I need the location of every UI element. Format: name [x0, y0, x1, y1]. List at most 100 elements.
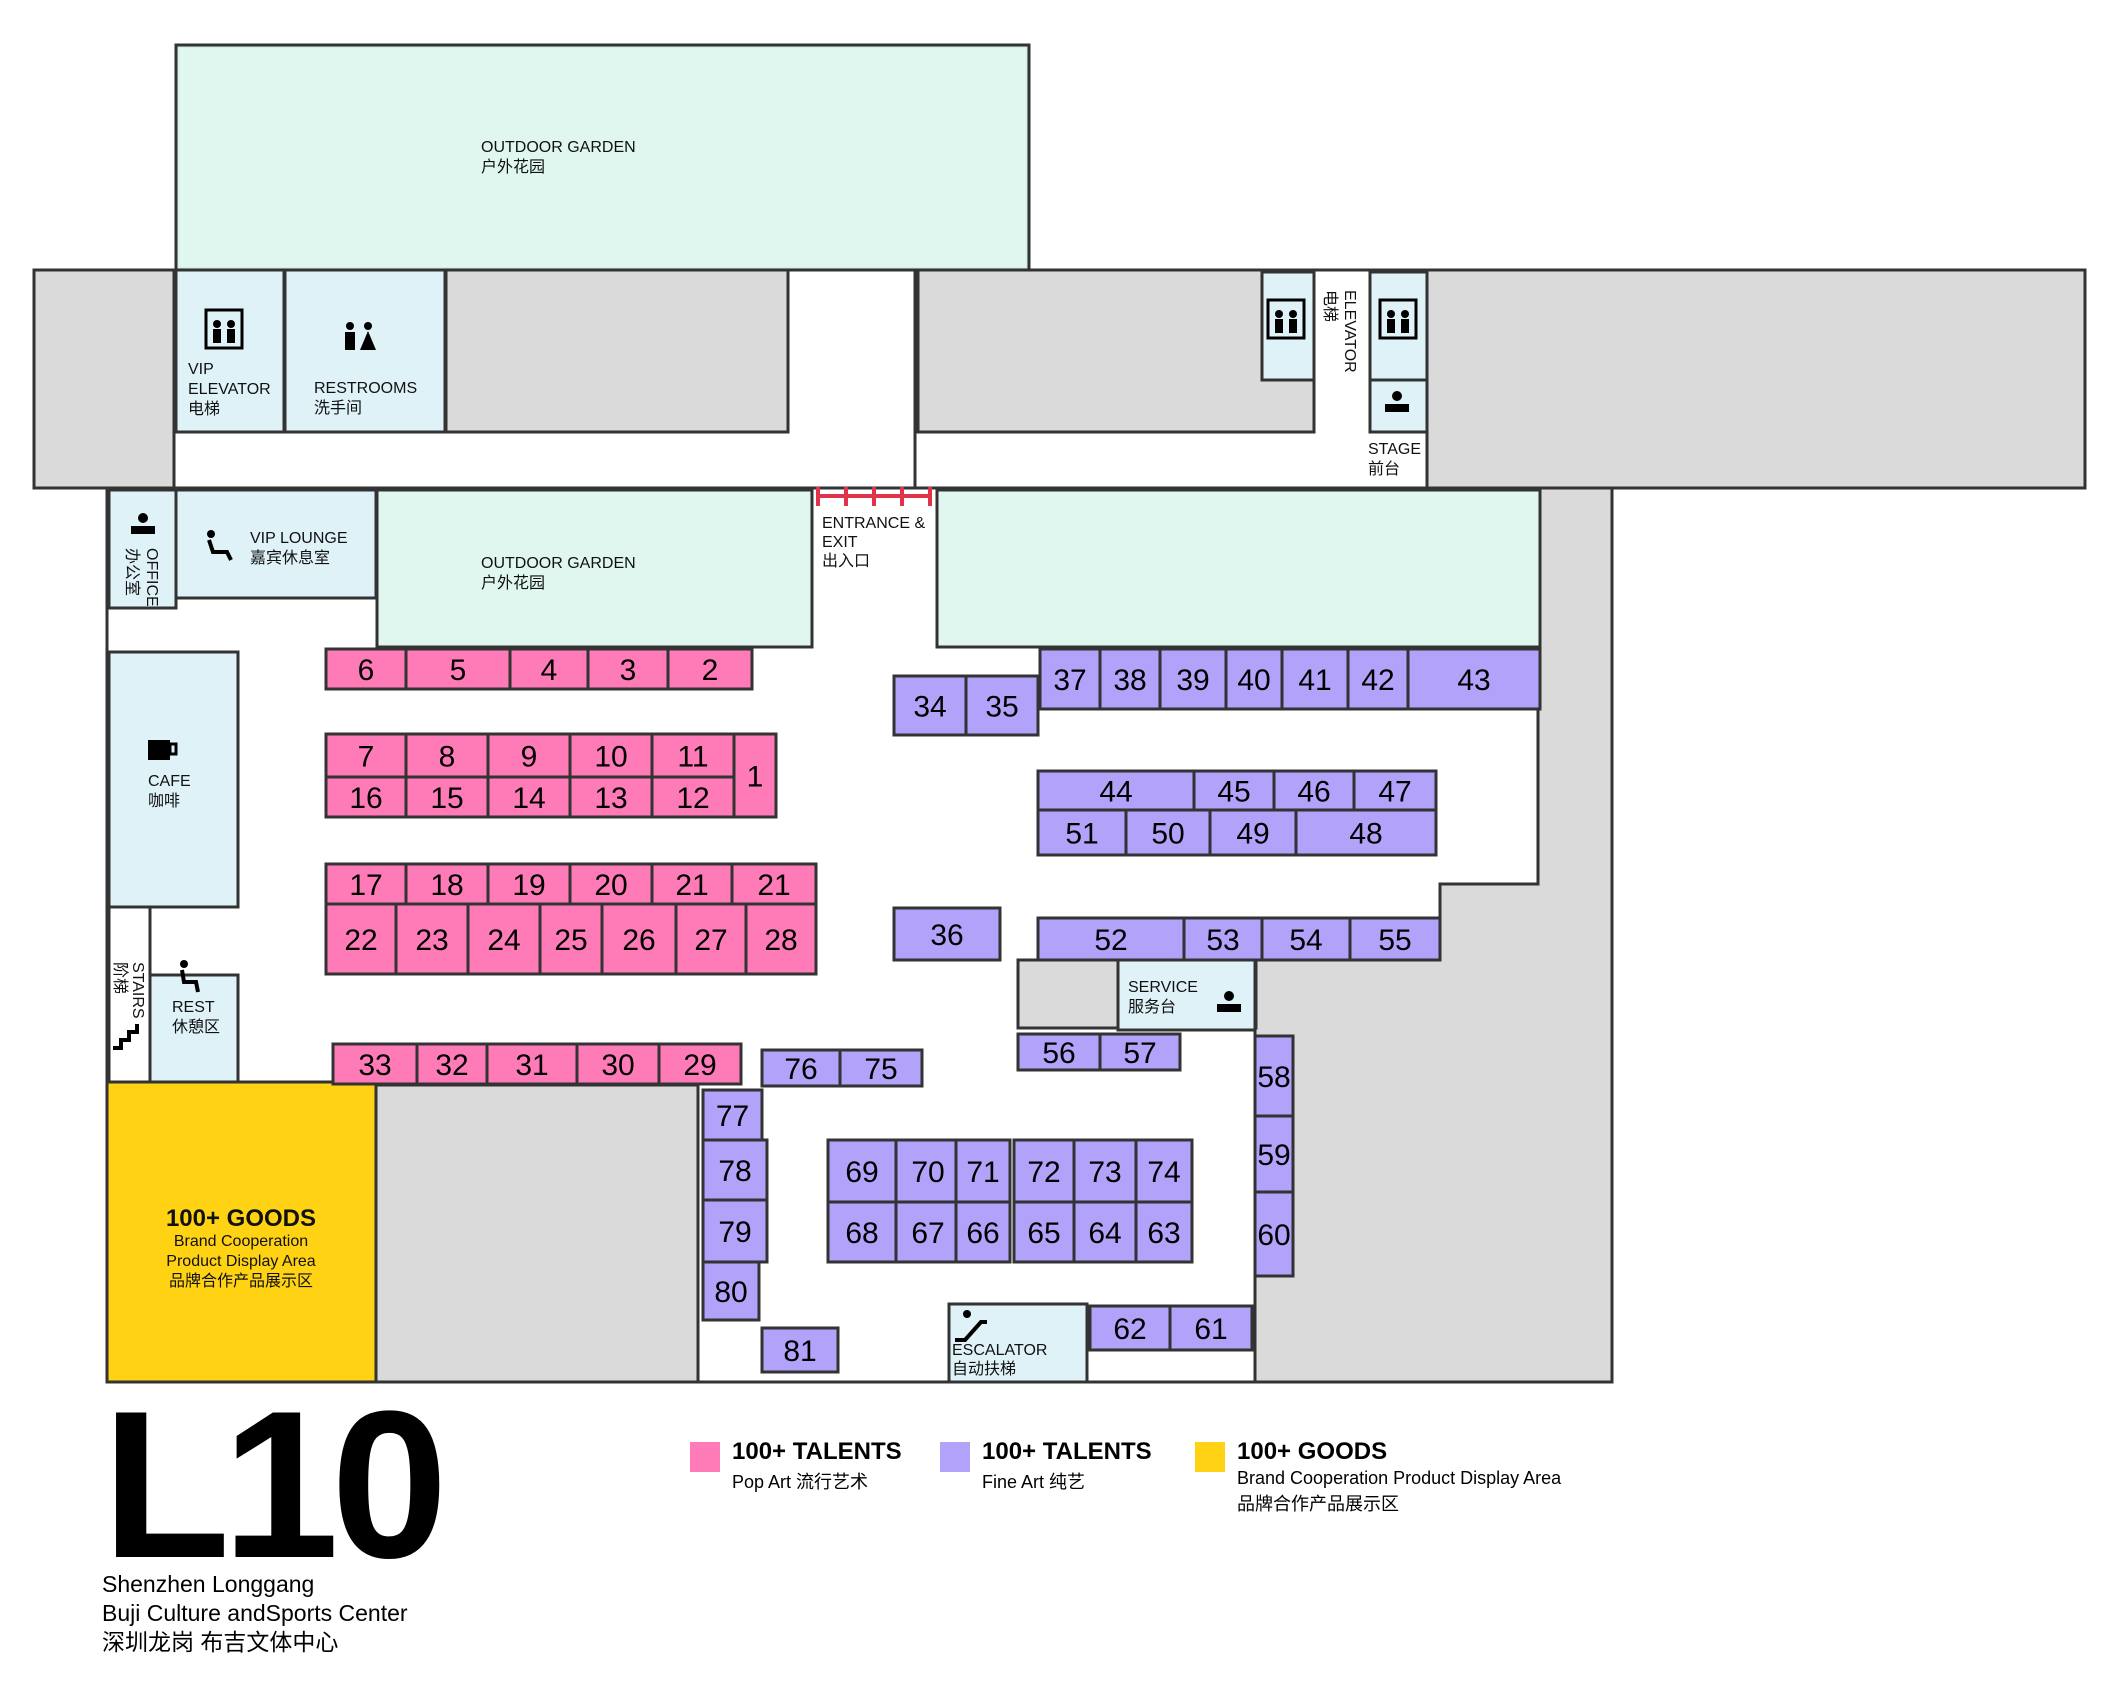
pop-art-booth-20[interactable]: 20 [568, 862, 654, 906]
fine-art-booth-70[interactable]: 70 [894, 1138, 962, 1204]
fine-art-booth-74[interactable]: 74 [1134, 1138, 1194, 1204]
pop-art-booth-6[interactable]: 6 [324, 647, 408, 691]
fine-art-booth-50[interactable]: 50 [1124, 808, 1212, 857]
pop-art-booth-18[interactable]: 18 [404, 862, 490, 906]
pop-art-booth-2[interactable]: 2 [666, 647, 754, 691]
pop-art-booth-29[interactable]: 29 [657, 1042, 743, 1086]
elevator-icon [1266, 298, 1306, 340]
pop-art-booth-21[interactable]: 21 [730, 862, 818, 906]
fine-art-booth-41[interactable]: 41 [1280, 647, 1350, 711]
fine-art-booth-number: 67 [911, 1217, 944, 1250]
fine-art-booth-72[interactable]: 72 [1012, 1138, 1076, 1204]
fine-art-booth-61[interactable]: 61 [1168, 1304, 1254, 1352]
pop-art-booth-number: 19 [512, 869, 545, 902]
pop-art-booth-24[interactable]: 24 [466, 902, 542, 976]
fine-art-booth-45[interactable]: 45 [1192, 769, 1276, 812]
pop-art-booth-number: 11 [677, 741, 708, 774]
fine-art-booth-40[interactable]: 40 [1224, 647, 1284, 711]
fine-art-booth-67[interactable]: 67 [894, 1200, 962, 1264]
fine-art-booth-37[interactable]: 37 [1038, 647, 1102, 711]
fine-art-booth-42[interactable]: 42 [1346, 647, 1410, 711]
fine-art-booth-65[interactable]: 65 [1012, 1200, 1076, 1264]
pop-art-booth-33[interactable]: 33 [331, 1042, 419, 1086]
pop-art-booth-30[interactable]: 30 [575, 1042, 661, 1086]
fine-art-booth-66[interactable]: 66 [954, 1200, 1012, 1264]
fine-art-booth-59[interactable]: 59 [1253, 1114, 1295, 1194]
fine-art-booth-39[interactable]: 39 [1158, 647, 1228, 711]
pop-art-booth-23[interactable]: 23 [394, 902, 470, 976]
pop-art-booth-7[interactable]: 7 [324, 732, 408, 779]
pop-art-booth-shape [575, 1042, 661, 1086]
pop-art-booth-16[interactable]: 16 [324, 775, 408, 819]
pop-art-booth-14[interactable]: 14 [486, 775, 572, 819]
fine-art-booth-69[interactable]: 69 [826, 1138, 898, 1204]
office-label-en: OFFICE [143, 548, 160, 607]
lounge-chair-icon [207, 530, 233, 561]
pop-art-booth-27[interactable]: 27 [674, 902, 748, 976]
fine-art-booth-52[interactable]: 52 [1036, 916, 1186, 962]
fine-art-booth-47[interactable]: 47 [1352, 769, 1438, 812]
pop-art-booth-10[interactable]: 10 [568, 732, 654, 779]
fine-art-booth-38[interactable]: 38 [1098, 647, 1162, 711]
pop-art-booth-17[interactable]: 17 [324, 862, 408, 906]
pop-art-booth-19[interactable]: 19 [486, 862, 572, 906]
pop-art-booth-13[interactable]: 13 [568, 775, 654, 819]
fine-art-booth-79[interactable]: 79 [701, 1198, 769, 1264]
pop-art-booth-32[interactable]: 32 [415, 1042, 489, 1086]
goods-area-title: 100+ GOODS [166, 1205, 316, 1232]
fine-art-booth-46[interactable]: 46 [1272, 769, 1356, 812]
pop-art-booth-28[interactable]: 28 [744, 902, 818, 976]
fine-art-booth-77[interactable]: 77 [701, 1088, 764, 1142]
pop-art-booth-21[interactable]: 21 [650, 862, 734, 906]
pop-art-booth-25[interactable]: 25 [538, 902, 604, 976]
pop-art-booth-31[interactable]: 31 [485, 1042, 579, 1086]
fine-art-booth-number: 62 [1113, 1313, 1146, 1346]
fine-art-booth-51[interactable]: 51 [1036, 808, 1128, 857]
pop-art-booth-26[interactable]: 26 [600, 902, 678, 976]
fine-art-booth-44[interactable]: 44 [1036, 769, 1196, 812]
pop-art-booth-1[interactable]: 1 [732, 732, 778, 819]
pop-art-booth-9[interactable]: 9 [486, 732, 572, 779]
pop-art-booth-15[interactable]: 15 [404, 775, 490, 819]
fine-art-booth-71[interactable]: 71 [954, 1138, 1012, 1204]
fine-art-booth-60[interactable]: 60 [1253, 1190, 1295, 1278]
pop-art-booth-12[interactable]: 12 [650, 775, 736, 819]
coffee-cup-icon [148, 740, 178, 760]
fine-art-booth-75[interactable]: 75 [838, 1048, 924, 1088]
fine-art-booth-48[interactable]: 48 [1294, 808, 1438, 857]
goods-area[interactable] [105, 1080, 378, 1384]
pop-art-booth-3[interactable]: 3 [586, 647, 670, 691]
pop-art-booth-5[interactable]: 5 [404, 647, 512, 691]
stairs-icon [113, 1024, 139, 1050]
pop-art-booth-4[interactable]: 4 [508, 647, 590, 691]
fine-art-booth-63[interactable]: 63 [1134, 1200, 1194, 1264]
pop-art-booth-shape [485, 1042, 579, 1086]
fine-art-booth-55[interactable]: 55 [1348, 916, 1442, 962]
fine-art-booth-80[interactable]: 80 [701, 1260, 761, 1322]
fine-art-booth-34[interactable]: 34 [892, 674, 968, 737]
fine-art-booth-64[interactable]: 64 [1072, 1200, 1138, 1264]
fine-art-booth-53[interactable]: 53 [1182, 916, 1264, 962]
fine-art-booth-56[interactable]: 56 [1016, 1032, 1102, 1072]
fine-art-booth-73[interactable]: 73 [1072, 1138, 1138, 1204]
fine-art-booth-76[interactable]: 76 [760, 1048, 842, 1088]
fine-art-booth-81[interactable]: 81 [760, 1326, 840, 1374]
fine-art-booth-36[interactable]: 36 [892, 906, 1002, 962]
fine-art-booth-35[interactable]: 35 [964, 674, 1040, 737]
fine-art-booth-68[interactable]: 68 [826, 1200, 898, 1264]
pop-art-booth-shape [744, 902, 818, 976]
fine-art-booth-62[interactable]: 62 [1088, 1304, 1172, 1352]
pop-art-booth-number: 2 [702, 654, 719, 687]
pop-art-booth-8[interactable]: 8 [404, 732, 490, 779]
pop-art-booth-number: 29 [683, 1049, 716, 1082]
fine-art-booth-shape [701, 1260, 761, 1322]
fine-art-booth-58[interactable]: 58 [1253, 1034, 1295, 1118]
pop-art-booth-11[interactable]: 11 [650, 732, 736, 779]
fine-art-booth-57[interactable]: 57 [1098, 1032, 1182, 1072]
fine-art-booth-54[interactable]: 54 [1260, 916, 1352, 962]
pop-art-booth-22[interactable]: 22 [324, 902, 398, 976]
fine-art-booth-49[interactable]: 49 [1208, 808, 1298, 857]
fine-art-booth-78[interactable]: 78 [701, 1138, 769, 1202]
legend-swatch-fine-art [940, 1442, 970, 1472]
fine-art-booth-43[interactable]: 43 [1406, 647, 1542, 711]
